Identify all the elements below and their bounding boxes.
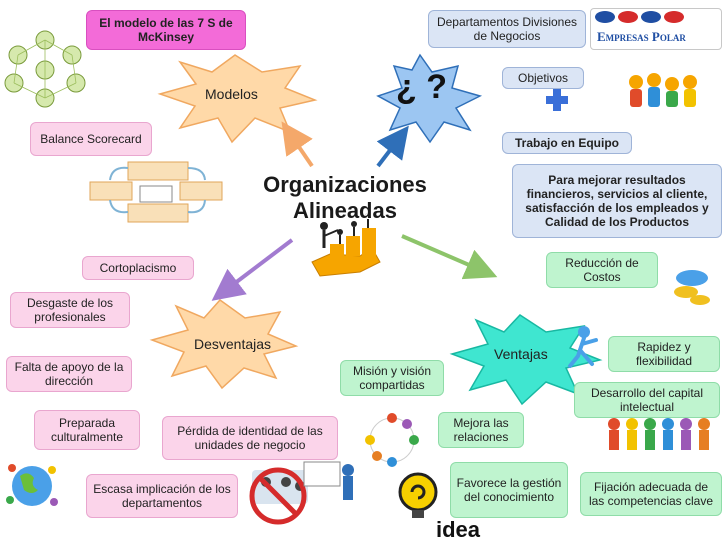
ventajas-star-shape [449, 314, 603, 406]
ventaja-mejora-relaciones: Mejora las relaciones [438, 412, 524, 448]
ventaja-capital-intelectual: Desarrollo del capital intelectual [574, 382, 720, 418]
arrow-to-ventajas [401, 234, 498, 280]
coins-icon [674, 270, 710, 305]
ventaja-mision-vision: Misión y visión compartidas [340, 360, 444, 396]
modelos-label: Modelos [205, 86, 258, 102]
arrow-to-modelos [281, 121, 314, 168]
ventajas-label: Ventajas [494, 346, 548, 362]
colored-people-row-icon [608, 418, 710, 450]
balance-cycle-diagram-icon [89, 161, 223, 223]
title-line-1: Organizaciones [263, 172, 427, 197]
central-title: Organizaciones Alineadas [250, 172, 440, 224]
badge-icon [641, 11, 661, 23]
seven-s-diagram-icon [4, 30, 86, 108]
desventajas-label: Desventajas [194, 336, 272, 352]
people-circle-icon [365, 413, 419, 467]
presenter-icon [303, 461, 354, 500]
mejorar-resultados-box: Para mejorar resultados financieros, ser… [512, 164, 722, 238]
globe-icon [6, 464, 58, 506]
people-group-icon [629, 73, 697, 107]
badge-icon [664, 11, 684, 23]
question-star-shape [376, 53, 483, 144]
badge-icon [595, 11, 615, 23]
empresas-polar-logo: Empresas Polar [590, 8, 722, 50]
desventaja-desgaste: Desgaste de los profesionales [10, 292, 130, 328]
desventaja-perdida-identidad: Pérdida de identidad de las unidades de … [162, 416, 338, 460]
logo-text: Empresas Polar [597, 29, 686, 44]
running-figure-icon [568, 326, 598, 368]
arrow-to-question [376, 125, 409, 168]
badge-icon [618, 11, 638, 23]
idea-bulb-icon [398, 472, 438, 518]
desventaja-escasa-implicacion: Escasa implicación de los departamentos [86, 474, 238, 518]
departamentos-box: Departamentos Divisiones de Negocios [428, 10, 586, 48]
leader-steps-icon [311, 213, 381, 277]
modelos-star-shape [157, 54, 318, 144]
logo-badges [595, 11, 684, 23]
desventaja-cortoplacismo: Cortoplacismo [82, 256, 194, 280]
idea-word: idea [436, 517, 481, 542]
question-mark: ¿ ? [396, 68, 447, 106]
desventaja-preparada: Preparada culturalmente [34, 410, 140, 450]
no-meeting-icon [249, 467, 308, 525]
ventaja-competencias-clave: Fijación adecuada de las competencias cl… [580, 472, 722, 516]
mckinsey-box: El modelo de las 7 S de McKinsey [86, 10, 246, 50]
desventaja-falta-apoyo: Falta de apoyo de la dirección [6, 356, 132, 392]
ventaja-reduccion-costos: Reducción de Costos [546, 252, 658, 288]
ventaja-gestion-conocimiento: Favorece la gestión del conocimiento [450, 462, 568, 518]
arrow-to-desventajas [211, 238, 294, 301]
objetivos-box: Objetivos [502, 67, 584, 89]
balance-scorecard-box: Balance Scorecard [30, 122, 152, 156]
desventajas-star-shape [149, 298, 299, 390]
plus-icon [546, 89, 568, 111]
trabajo-equipo-box: Trabajo en Equipo [502, 132, 632, 154]
title-line-2: Alineadas [293, 198, 397, 223]
ventaja-rapidez: Rapidez y flexibilidad [608, 336, 720, 372]
